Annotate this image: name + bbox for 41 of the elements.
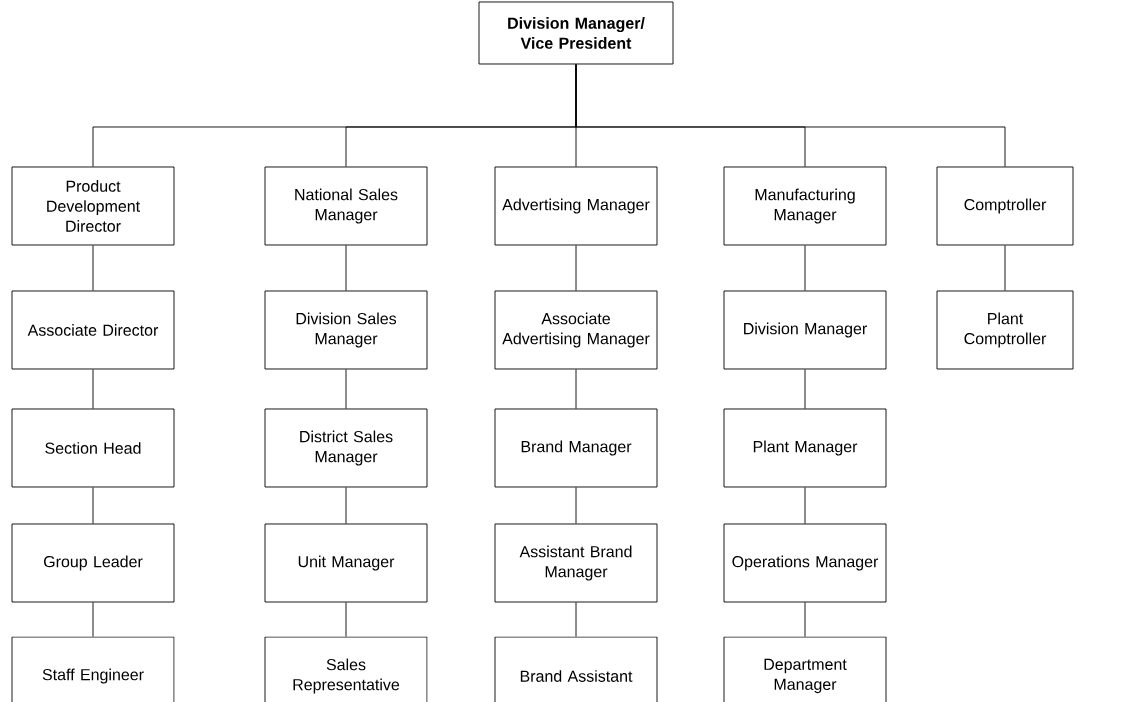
connector-line [575,369,577,409]
connector-line [345,487,347,524]
connector-line [575,487,577,524]
connector-line [1004,245,1006,291]
role-box: Section Head [11,408,175,488]
connector-line [575,602,577,637]
connector-line [575,64,1006,167]
role-box: Associate Director [11,290,175,370]
role-box: Sales Representative [264,636,428,702]
role-box: Division Sales Manager [264,290,428,370]
role-box: Operations Manager [723,523,887,603]
role-box: Staff Engineer [11,636,175,702]
role-box: Associate Advertising Manager [494,290,658,370]
connector-line [804,245,806,291]
role-box: Division Manager [723,290,887,370]
connector-line [92,487,94,524]
role-box: Brand Assistant [494,636,658,702]
connector-line [345,602,347,637]
role-box: Manufacturing Manager [723,166,887,246]
role-box: Assistant Brand Manager [494,523,658,603]
role-box: Brand Manager [494,408,658,488]
role-box: District Sales Manager [264,408,428,488]
connector-line [804,369,806,409]
role-box: Comptroller [936,166,1074,246]
connector-line [575,245,577,291]
role-box: Product Development Director [11,166,175,246]
title-box: Division Manager/ Vice President [478,1,674,65]
connector-line [345,369,347,409]
connector-line [92,602,94,637]
connector-line [345,245,347,291]
role-box: Department Manager [723,636,887,702]
connector-line [92,369,94,409]
connector-line [804,487,806,524]
connector-line [804,602,806,637]
role-box: National Sales Manager [264,166,428,246]
role-box: Plant Comptroller [936,290,1074,370]
role-box: Group Leader [11,523,175,603]
role-box: Advertising Manager [494,166,658,246]
role-box: Unit Manager [264,523,428,603]
connector-line [92,245,94,291]
role-box: Plant Manager [723,408,887,488]
